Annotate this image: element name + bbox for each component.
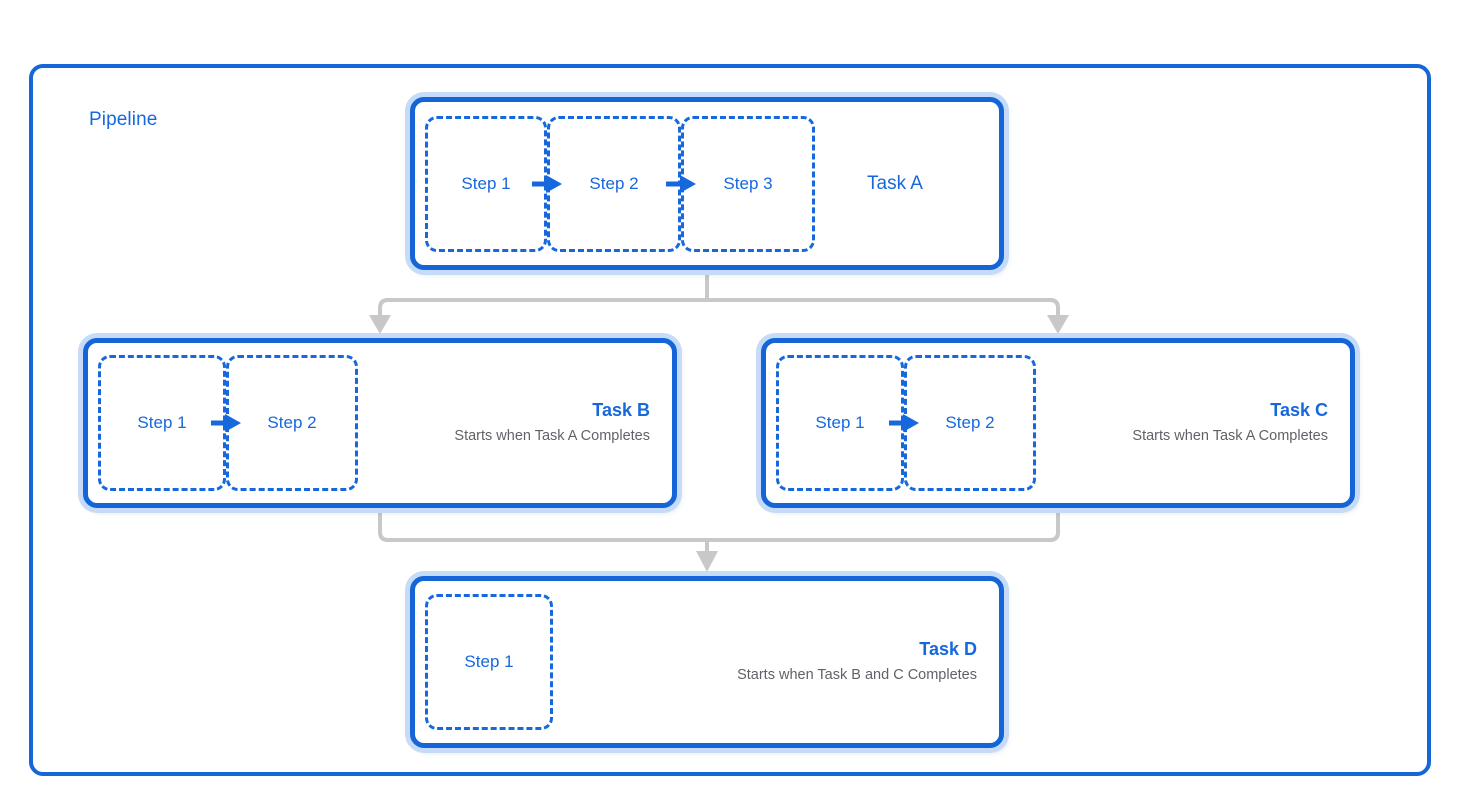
step-box-task-c-2[interactable]: Step 2: [904, 355, 1036, 491]
step-label: Step 2: [267, 413, 317, 432]
task-c-caption: Task C Starts when Task A Completes: [1098, 343, 1328, 503]
task-b-caption: Task B Starts when Task A Completes: [420, 343, 650, 503]
pipeline-label: Pipeline: [89, 109, 158, 130]
arrow-right-icon: [532, 174, 562, 193]
arrow-right-icon: [211, 414, 241, 432]
task-subtitle: Starts when Task B and C Completes: [737, 667, 977, 684]
task-title: Task A: [867, 172, 923, 194]
task-card-task-a[interactable]: Step 1 Step 2: [410, 97, 1004, 270]
step-label: Step 1: [137, 413, 187, 432]
step-box-task-b-2[interactable]: Step 2: [226, 355, 358, 491]
arrow-right-icon: [889, 414, 919, 432]
step-label: Step 2: [589, 173, 639, 193]
step-box-task-a-2[interactable]: Step 2: [547, 115, 681, 252]
task-d-steps: Step 1: [415, 581, 553, 743]
step-box-task-d-1[interactable]: Step 1: [425, 594, 553, 730]
step-label: Step 2: [945, 413, 995, 432]
arrow-right-icon: [666, 174, 696, 193]
task-a-steps: Step 1 Step 2: [415, 102, 815, 265]
step-box-task-c-1[interactable]: Step 1: [776, 355, 904, 491]
task-subtitle: Starts when Task A Completes: [1132, 428, 1328, 445]
step-label: Step 3: [723, 173, 773, 193]
task-card-task-d[interactable]: Step 1 Task D Starts when Task B and C C…: [410, 576, 1004, 748]
step-box-task-a-3[interactable]: Step 3: [681, 115, 815, 252]
step-label: Step 1: [461, 173, 511, 193]
task-title: Task D: [919, 638, 977, 659]
task-c-steps: Step 1 Step 2: [766, 343, 1036, 503]
step-label: Step 1: [464, 652, 514, 671]
step-box-task-b-1[interactable]: Step 1: [98, 355, 226, 491]
task-title: Task B: [592, 399, 650, 420]
task-card-task-c[interactable]: Step 1 Step 2 Task C Starts when Task A …: [761, 338, 1355, 508]
task-d-caption: Task D Starts when Task B and C Complete…: [717, 581, 977, 743]
step-box-task-a-1[interactable]: Step 1: [425, 115, 547, 252]
task-a-caption: Task A: [805, 102, 985, 265]
task-card-task-b[interactable]: Step 1 Step 2 Task B Starts when Task A …: [83, 338, 677, 508]
task-title: Task C: [1270, 399, 1328, 420]
task-subtitle: Starts when Task A Completes: [454, 428, 650, 445]
step-label: Step 1: [815, 413, 865, 432]
task-b-steps: Step 1 Step 2: [88, 343, 358, 503]
